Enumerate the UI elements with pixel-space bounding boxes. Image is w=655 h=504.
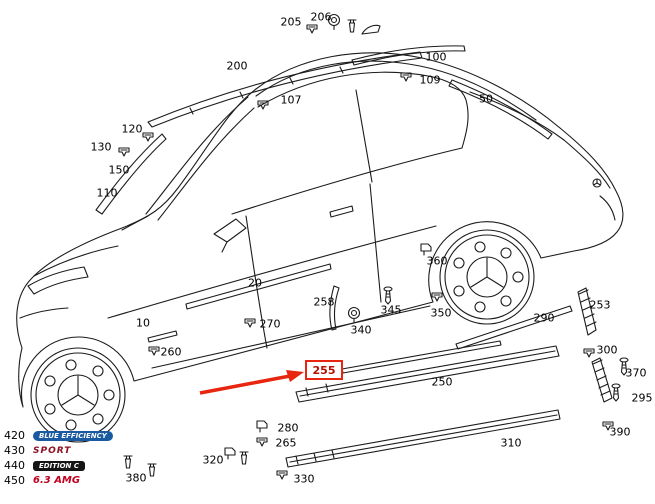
part-callout-420[interactable]: 420	[4, 429, 25, 442]
edition-badge: EDITION C	[33, 460, 85, 471]
door-strip-20	[185, 263, 332, 310]
blueefficiency-badge: BLUE EFFICIENCY	[33, 430, 113, 441]
part-callout-206[interactable]: 206	[310, 10, 332, 24]
emblem-row-440: 440 EDITION C	[4, 458, 113, 473]
car-body-outline	[16, 52, 624, 408]
part-callout-310[interactable]: 310	[500, 436, 522, 450]
pillar-strip-50	[448, 79, 553, 140]
strip-255	[341, 340, 502, 374]
fastener-icons	[118, 13, 629, 480]
part-callout-253[interactable]: 253	[589, 298, 611, 312]
part-callout-250[interactable]: 250	[431, 375, 453, 389]
roof-strip-100	[351, 45, 466, 66]
part-callout-340[interactable]: 340	[350, 323, 372, 337]
part-callout-320[interactable]: 320	[202, 453, 224, 467]
emblem-row-450: 450 6.3 AMG	[4, 473, 113, 488]
part-callout-350[interactable]: 350	[430, 306, 452, 320]
part-callout-110[interactable]: 110	[96, 186, 118, 200]
part-callout-265[interactable]: 265	[275, 436, 297, 450]
sill-strip-290	[455, 305, 573, 350]
hatched-strip-253	[577, 287, 597, 336]
part-callout-10[interactable]: 10	[136, 316, 150, 330]
part-callout-100[interactable]: 100	[425, 50, 447, 64]
part-callout-270[interactable]: 270	[259, 317, 281, 331]
part-callout-258[interactable]: 258	[313, 295, 335, 309]
front-wheel	[30, 347, 126, 443]
part-callout-370[interactable]: 370	[625, 366, 647, 380]
sill-strip-310	[285, 409, 561, 468]
part-callout-380[interactable]: 380	[125, 471, 147, 485]
part-callout-20[interactable]: 20	[248, 276, 262, 290]
hatched-strip-295	[591, 357, 613, 403]
pillar-strip-150	[95, 133, 167, 215]
part-callout-205[interactable]: 205	[280, 15, 302, 29]
emblem-legend: 420 BLUE EFFICIENCY 430 SPORT 440 EDITIO…	[4, 428, 113, 488]
part-callout-200[interactable]: 200	[226, 59, 248, 73]
amg-badge: 6.3 AMG	[33, 475, 81, 486]
part-callout-300[interactable]: 300	[596, 343, 618, 357]
highlight-arrow	[199, 370, 304, 395]
part-callout-450[interactable]: 450	[4, 474, 25, 487]
part-callout-107[interactable]: 107	[280, 93, 302, 107]
part-callout-260[interactable]: 260	[160, 345, 182, 359]
part-callout-120[interactable]: 120	[121, 122, 143, 136]
part-callout-109[interactable]: 109	[419, 73, 441, 87]
part-callout-440[interactable]: 440	[4, 459, 25, 472]
part-callout-290[interactable]: 290	[533, 311, 555, 325]
part-callout-430[interactable]: 430	[4, 444, 25, 457]
sill-strip-250	[295, 345, 560, 403]
rear-wheel	[439, 229, 535, 325]
part-callout-345[interactable]: 345	[380, 303, 402, 317]
part-callout-330[interactable]: 330	[293, 472, 315, 486]
emblem-row-420: 420 BLUE EFFICIENCY	[4, 428, 113, 443]
part-callout-390[interactable]: 390	[609, 425, 631, 439]
roof-strip-200	[147, 51, 423, 128]
strip-10	[147, 330, 178, 343]
part-callout-130[interactable]: 130	[90, 140, 112, 154]
sport-badge: SPORT	[33, 445, 72, 456]
part-callout-360[interactable]: 360	[426, 254, 448, 268]
antenna-fin	[361, 24, 381, 35]
highlighted-part-callout-255[interactable]: 255	[305, 360, 343, 380]
part-callout-295[interactable]: 295	[631, 391, 653, 405]
part-callout-280[interactable]: 280	[277, 421, 299, 435]
part-callout-150[interactable]: 150	[108, 163, 130, 177]
pillar-strip-258	[329, 285, 340, 331]
part-callout-50[interactable]: 50	[479, 92, 493, 106]
emblem-row-430: 430 SPORT	[4, 443, 113, 458]
